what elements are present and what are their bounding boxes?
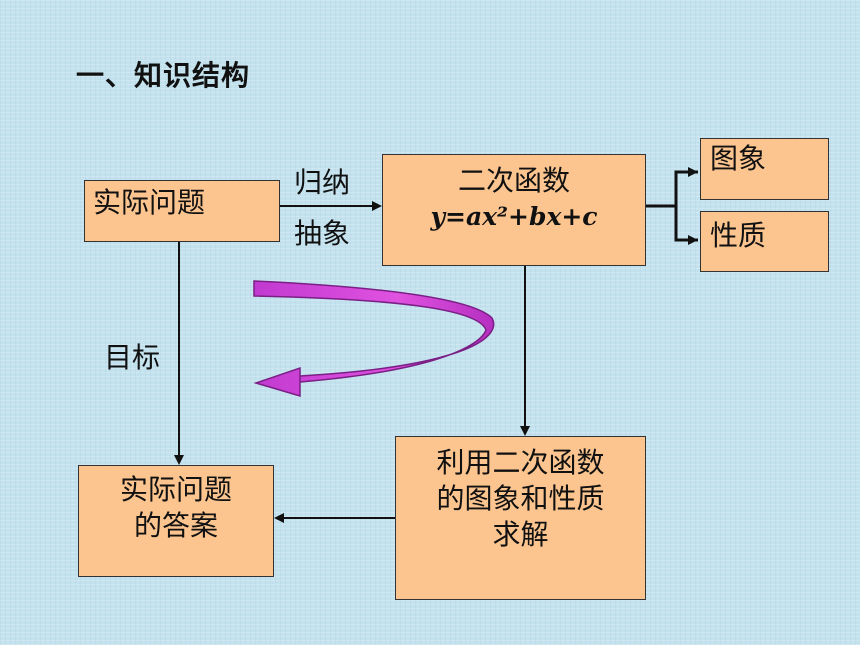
answer-line-1: 实际问题 [119, 473, 232, 506]
graph-box: 图象 [700, 138, 829, 200]
property-text: 性质 [710, 219, 767, 252]
quadratic-function-box: 二次函数 y=ax²+bx+c [382, 154, 646, 266]
answer-box: 实际问题 的答案 [78, 465, 274, 577]
curved-return-arrow [253, 280, 495, 398]
abstract-label: 抽象 [294, 217, 351, 250]
real-problem-text: 实际问题 [93, 186, 206, 219]
arrowhead-graph [688, 167, 698, 177]
quadratic-formula: y=ax²+bx+c [430, 202, 598, 231]
arrow-quadratic-branch [646, 170, 698, 242]
goal-label: 目标 [104, 341, 161, 374]
solve-line-1: 利用二次函数 [436, 446, 605, 479]
solve-line-2: 的图象和性质 [436, 482, 605, 515]
property-box: 性质 [700, 211, 829, 272]
quadratic-title: 二次函数 [457, 164, 570, 197]
answer-line-2: 的答案 [133, 509, 218, 542]
graph-text: 图象 [710, 142, 767, 175]
solve-line-3: 求解 [492, 518, 549, 551]
induce-label: 归纳 [294, 166, 351, 199]
section-heading: 一、知识结构 [76, 59, 251, 92]
real-problem-box: 实际问题 [84, 180, 280, 242]
solve-box: 利用二次函数 的图象和性质 求解 [395, 436, 646, 600]
arrowhead-property [688, 235, 698, 245]
